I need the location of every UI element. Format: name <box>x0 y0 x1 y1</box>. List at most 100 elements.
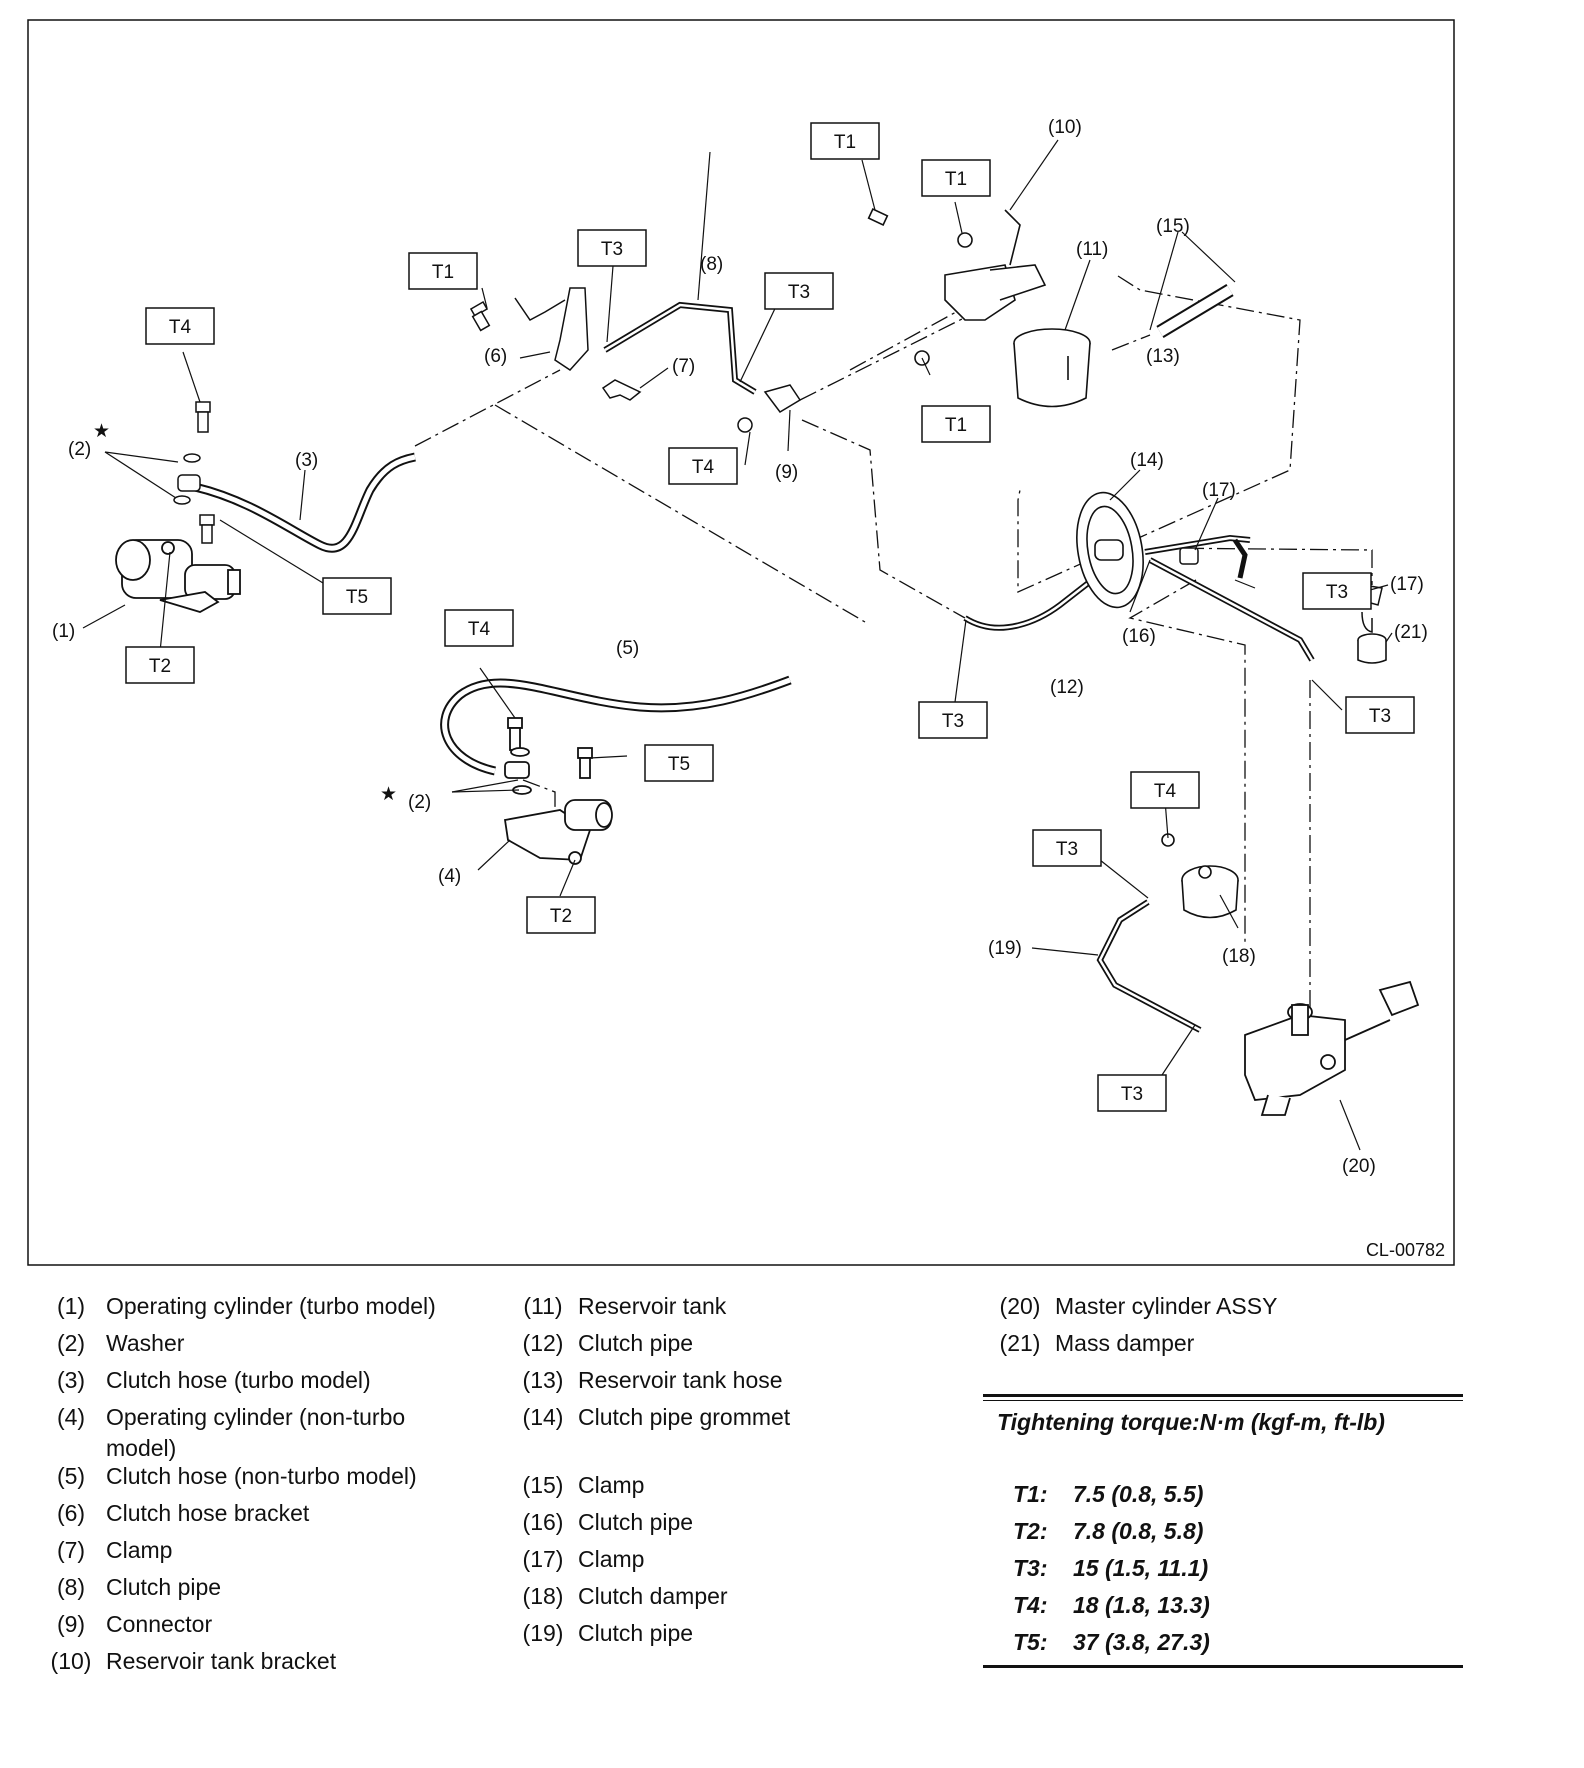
callout-17: (17) <box>1390 574 1424 595</box>
callout-19: (19) <box>988 938 1022 959</box>
torque-value: 15 (1.5, 11.1) <box>1073 1555 1209 1581</box>
torque-rows: T1:7.5 (0.8, 5.5) T2:7.8 (0.8, 5.8) T3:1… <box>1013 1476 1463 1661</box>
callout-11: (11) <box>1076 239 1108 260</box>
callout-17: (17) <box>1202 480 1236 501</box>
torque-box-t1: T1 <box>834 132 856 153</box>
legend-item: (4)Operating cylinder (non-turbo model) <box>36 1399 506 1464</box>
legend-item: (2)Washer <box>36 1325 506 1362</box>
table-top-rule-thin <box>983 1400 1463 1401</box>
callout-15: (15) <box>1156 216 1190 237</box>
legend-num: (12) <box>522 1330 564 1356</box>
legend-text: Reservoir tank <box>578 1293 727 1319</box>
legend-num: (1) <box>56 1293 86 1319</box>
legend-text: Clamp <box>106 1537 173 1563</box>
callout-12: (12) <box>1050 677 1084 698</box>
legend-text: Clutch hose (non-turbo model) <box>106 1463 417 1489</box>
torque-key: T3: <box>1013 1555 1048 1581</box>
torque-box-t4: T4 <box>169 317 192 338</box>
legend-item: (8) Clutch pipe <box>36 1569 506 1606</box>
callout-16: (16) <box>1122 626 1156 647</box>
legend-num: (13) <box>522 1367 564 1393</box>
torque-box-t3: T3 <box>1369 706 1391 727</box>
torque-value: 7.5 (0.8, 5.5) <box>1073 1481 1204 1507</box>
legend-text: Clamp <box>578 1472 645 1498</box>
operating-cylinder-turbo <box>115 539 241 613</box>
legend-num: (19) <box>522 1620 564 1646</box>
callout-14: (14) <box>1130 450 1164 471</box>
clutch-damper <box>1161 833 1239 919</box>
callout-4: (4) <box>438 866 461 887</box>
legend-item: (11) Reservoir tank <box>508 1288 948 1325</box>
torque-box-labels: T1 T1 T1 T1 T2 T2 T3 T3 T3 T3 T3 T3 T3 T… <box>149 132 1391 1105</box>
legend-num: (11) <box>523 1293 563 1319</box>
callout-numbers: (1) (2) (2) (3) (4) (5) (6) (7) (8) (9) … <box>52 117 1428 1177</box>
legend-num: (15) <box>522 1472 564 1498</box>
callout-2: (2) <box>68 439 91 460</box>
legend-item: (3) Clutch hose (turbo model) <box>36 1362 506 1399</box>
torque-box-t3: T3 <box>1056 839 1078 860</box>
torque-box-t5: T5 <box>346 587 368 608</box>
legend-text: Clutch hose bracket <box>106 1500 310 1526</box>
star-icon: ★ <box>380 784 397 805</box>
callout-8: (8) <box>700 254 723 275</box>
legend-text: Clutch pipe grommet <box>578 1404 791 1430</box>
star-icon: ★ <box>93 421 110 442</box>
callout-1: (1) <box>52 621 75 642</box>
torque-box-t2: T2 <box>550 906 572 927</box>
tightening-torque-table: Tightening torque:N·m (kgf-m, ft-lb) T1:… <box>983 1394 1463 1668</box>
diagram-frame <box>27 19 1455 1266</box>
torque-box-t3: T3 <box>1121 1084 1143 1105</box>
callout-10: (10) <box>1048 117 1082 138</box>
banjo-bolt-turbo <box>173 401 215 544</box>
legend-text: Clutch pipe <box>106 1574 222 1600</box>
clutch-system-diagram: T1 T1 T1 T1 T2 T2 T3 T3 T3 T3 T3 T3 T3 T… <box>27 19 1455 1266</box>
legend-item: (13)Reservoir tank hose <box>508 1362 948 1399</box>
callout-21: (21) <box>1394 622 1428 643</box>
torque-box-t1: T1 <box>432 262 454 283</box>
hoses-and-pipes <box>193 283 1315 1033</box>
legend-num: (14) <box>522 1404 564 1430</box>
legend-text: Reservoir tank bracket <box>106 1648 337 1674</box>
legend-text: Washer <box>106 1330 185 1356</box>
legend-column-1: (1)Operating cylinder (turbo model) (2)W… <box>36 1288 506 1680</box>
table-top-rule <box>983 1394 1463 1397</box>
legend-item: (17) Clamp <box>508 1541 948 1578</box>
mass-damper <box>1357 633 1387 664</box>
torque-row: T5:37 (3.8, 27.3) <box>1013 1624 1463 1661</box>
torque-box-t3: T3 <box>942 711 964 732</box>
torque-box-t4: T4 <box>692 457 715 478</box>
callout-13: (13) <box>1146 346 1180 367</box>
callout-9: (9) <box>775 462 798 483</box>
legend-item: (9)Connector <box>36 1606 506 1643</box>
legend-text: Mass damper <box>1055 1330 1195 1356</box>
legend-item: (1)Operating cylinder (turbo model) <box>36 1288 506 1325</box>
callout-5: (5) <box>616 638 639 659</box>
legend-text: Connector <box>106 1611 213 1637</box>
legend-num: (3) <box>56 1367 86 1393</box>
connector-9 <box>737 384 802 433</box>
table-bottom-rule <box>983 1665 1463 1668</box>
legend-item: (15) Clamp <box>508 1467 948 1504</box>
callout-2: (2) <box>408 792 431 813</box>
legend-text: Master cylinder ASSY <box>1055 1293 1278 1319</box>
legend-num: (8) <box>56 1574 86 1600</box>
legend-column-2: (11) Reservoir tank (12) Clutch pipe (13)R… <box>508 1288 948 1652</box>
legend-num: (6) <box>56 1500 86 1526</box>
clamp-7 <box>601 379 642 401</box>
legend-num: (21) <box>999 1330 1041 1356</box>
legend-text: Clamp <box>578 1546 645 1572</box>
torque-row: T2:7.8 (0.8, 5.8) <box>1013 1513 1463 1550</box>
torque-key: T5: <box>1013 1629 1048 1655</box>
torque-box-t4: T4 <box>468 619 491 640</box>
torque-key: T2: <box>1013 1518 1048 1544</box>
star-markers: ★ ★ <box>93 421 397 805</box>
legend-num: (17) <box>522 1546 564 1572</box>
legend-text: Clutch pipe <box>578 1509 694 1535</box>
master-cylinder-assy <box>1244 980 1420 1116</box>
callout-20: (20) <box>1342 1156 1376 1177</box>
legend-num: (18) <box>522 1583 564 1609</box>
legend-text: Clutch hose (turbo model) <box>106 1367 371 1393</box>
torque-box-t1: T1 <box>945 415 967 436</box>
legend-column-3: (20)Master cylinder ASSY (21)Mass damper <box>985 1288 1455 1362</box>
legend-num: (16) <box>522 1509 564 1535</box>
